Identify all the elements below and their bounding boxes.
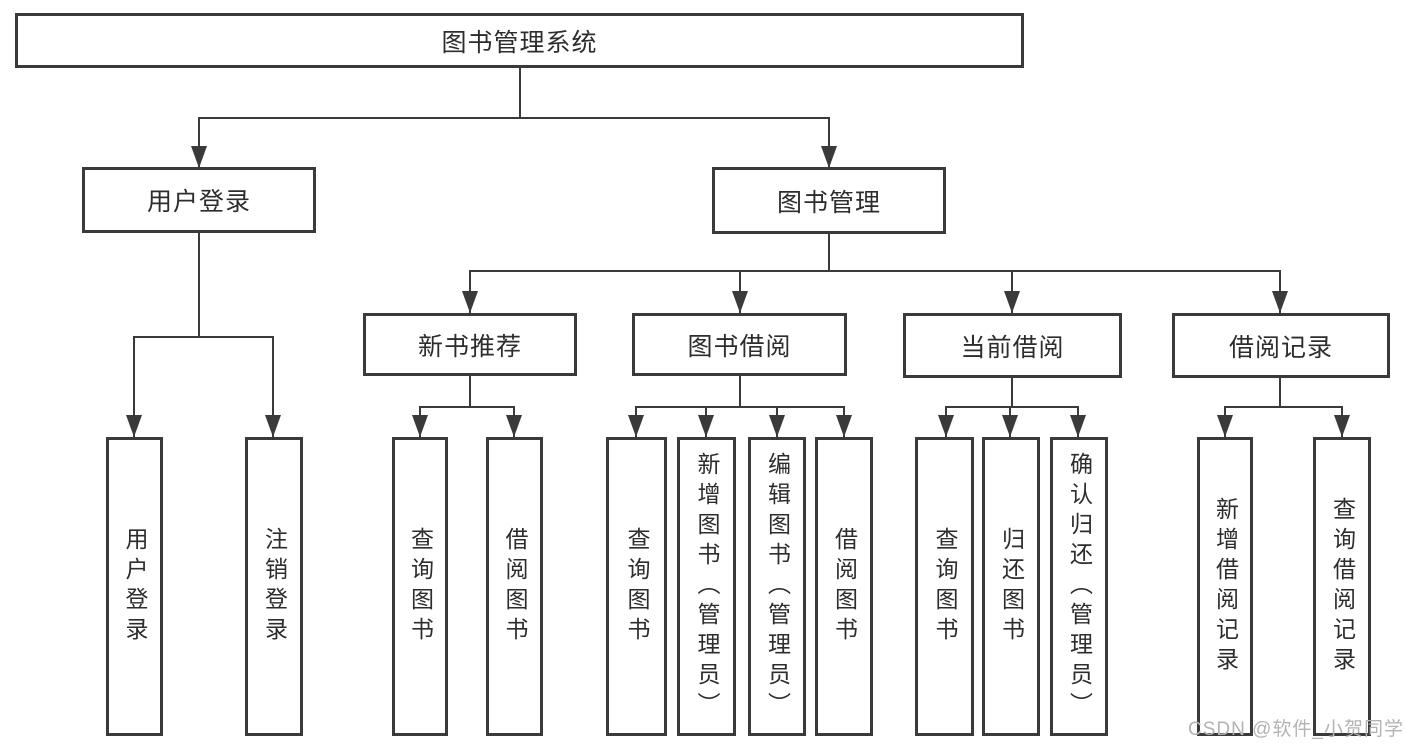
- node-current-borrow-label: 当前借阅: [960, 333, 1065, 362]
- leaf-bb-borrow-book-label: 借阅图书: [831, 526, 858, 647]
- node-new-book-label: 新书推荐: [417, 332, 522, 361]
- leaf-nb-borrow-book: 借阅图书: [486, 437, 543, 736]
- node-book-mgmt-label: 图书管理: [776, 188, 881, 217]
- leaf-logout: 注销登录: [245, 437, 303, 736]
- leaf-nb-query-book-label: 查询图书: [407, 526, 434, 647]
- node-book-borrow: 图书借阅: [632, 313, 847, 376]
- leaf-bb-edit-book: 编辑图书（管理员）: [748, 437, 806, 736]
- connector-level1-hline: [198, 117, 830, 119]
- node-borrow-record-label: 借阅记录: [1228, 333, 1333, 362]
- connector-new-book-hline: [419, 406, 515, 408]
- arrow-to-br-query: [1334, 406, 1350, 437]
- leaf-nb-query-book: 查询图书: [392, 437, 448, 736]
- arrow-to-leaf-logout: [265, 336, 281, 437]
- connector-borrow-record-hline: [1224, 406, 1343, 408]
- csdn-watermark: CSDN @软件_小贺同学: [1188, 719, 1404, 740]
- connector-current-borrow-stem: [1011, 378, 1013, 408]
- leaf-br-query-record: 查询借阅记录: [1313, 437, 1371, 736]
- leaf-logout-label: 注销登录: [261, 526, 288, 647]
- leaf-br-add-record: 新增借阅记录: [1197, 437, 1253, 736]
- leaf-bb-query-book: 查询图书: [606, 437, 667, 736]
- connector-book-borrow-hline: [635, 406, 845, 408]
- arrow-to-cb-query: [938, 406, 954, 437]
- arrow-to-user-login: [191, 117, 207, 168]
- node-new-book: 新书推荐: [363, 313, 577, 376]
- connector-user-login-hline: [133, 336, 274, 338]
- connector-level3-hline: [469, 270, 1281, 272]
- arrow-to-leaf-user-login: [126, 336, 142, 437]
- leaf-nb-borrow-book-label: 借阅图书: [502, 526, 528, 647]
- leaf-bb-query-book-label: 查询图书: [624, 526, 650, 647]
- connector-current-borrow-hline: [945, 406, 1079, 408]
- connector-user-login-stem: [198, 233, 200, 337]
- arrow-to-nb-borrow: [506, 406, 522, 437]
- leaf-user-login: 用户登录: [106, 437, 163, 736]
- node-root-label: 图书管理系统: [441, 28, 598, 57]
- leaf-cb-return-book: 归还图书: [982, 437, 1040, 736]
- node-user-login: 用户登录: [82, 167, 316, 233]
- leaf-bb-add-book: 新增图书（管理员）: [677, 437, 736, 736]
- leaf-bb-edit-book-label: 编辑图书（管理员）: [764, 451, 791, 722]
- arrow-to-bb-edit: [769, 406, 785, 437]
- node-root-system: 图书管理系统: [15, 13, 1024, 68]
- arrow-to-nb-query: [412, 406, 428, 437]
- arrow-to-bb-query: [628, 406, 644, 437]
- node-current-borrow: 当前借阅: [903, 313, 1122, 378]
- node-book-borrow-label: 图书借阅: [687, 332, 792, 361]
- leaf-br-add-record-label: 新增借阅记录: [1212, 496, 1239, 677]
- leaf-bb-borrow-book: 借阅图书: [815, 437, 873, 736]
- connector-book-borrow-stem: [739, 376, 741, 408]
- leaf-cb-confirm-return-label: 确认归还（管理员）: [1066, 451, 1093, 722]
- arrow-to-cb-return: [1002, 406, 1018, 437]
- arrow-to-book-borrow: [732, 270, 748, 313]
- leaf-br-query-record-label: 查询借阅记录: [1329, 496, 1356, 677]
- connector-book-mgmt-stem: [828, 234, 830, 271]
- leaf-cb-return-book-label: 归还图书: [998, 526, 1025, 647]
- arrow-to-bb-borrow: [836, 406, 852, 437]
- arrow-to-current-borrow: [1004, 270, 1020, 313]
- connector-borrow-record-stem: [1279, 378, 1281, 408]
- connector-root-stem: [519, 68, 521, 118]
- arrow-to-bb-add: [698, 406, 714, 437]
- leaf-bb-add-book-label: 新增图书（管理员）: [694, 451, 720, 722]
- arrow-to-cb-confirm: [1070, 406, 1086, 437]
- node-user-login-label: 用户登录: [146, 188, 251, 216]
- leaf-cb-confirm-return: 确认归还（管理员）: [1050, 437, 1108, 736]
- arrow-to-br-add: [1217, 406, 1233, 437]
- arrow-to-borrow-record: [1272, 270, 1288, 313]
- leaf-cb-query-book-label: 查询图书: [932, 526, 958, 647]
- node-book-mgmt: 图书管理: [712, 167, 946, 234]
- node-borrow-record: 借阅记录: [1172, 313, 1390, 378]
- leaf-user-login-label: 用户登录: [122, 526, 148, 647]
- connector-new-book-stem: [469, 376, 471, 408]
- arrow-to-book-mgmt: [821, 117, 837, 168]
- leaf-cb-query-book: 查询图书: [915, 437, 974, 736]
- arrow-to-new-book: [462, 270, 478, 313]
